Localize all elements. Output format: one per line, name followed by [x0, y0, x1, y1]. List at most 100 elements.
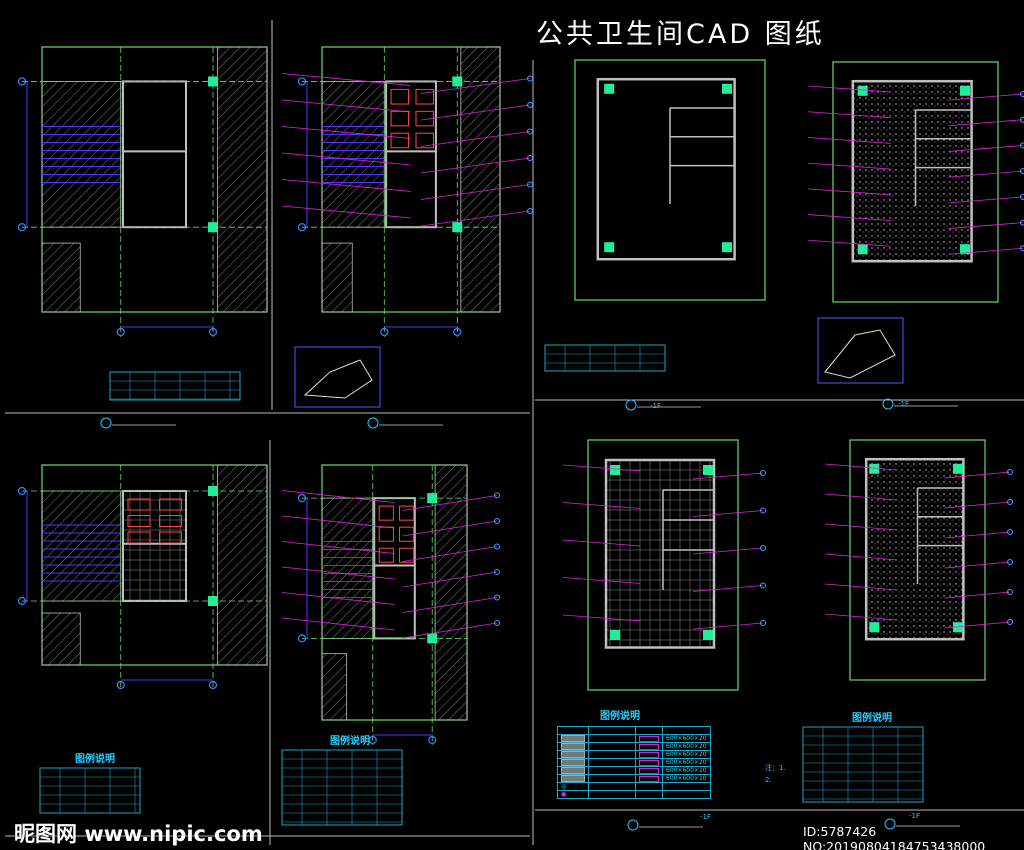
leader-line: [807, 85, 891, 93]
legend-header-row: [557, 726, 711, 735]
hatched-wall: [41, 81, 122, 228]
tag-bubble: [1007, 619, 1013, 625]
hatched-wall: [434, 464, 468, 721]
column: [960, 244, 970, 255]
table-frame: [544, 344, 666, 372]
toilet-fixture: [399, 505, 415, 521]
toilet-fixture: [127, 498, 151, 511]
tag-bubble: [1007, 499, 1013, 505]
leader-line: [824, 523, 898, 531]
hatched-wall: [321, 242, 353, 313]
leader-line: [281, 592, 395, 605]
axis-bubble: [380, 327, 389, 337]
tag-bubble: [527, 155, 533, 161]
sheet-label: -1F: [909, 812, 921, 820]
legend-size: 600×600×20: [662, 750, 711, 759]
hatched-wall: [321, 653, 348, 721]
leader-line: [807, 188, 891, 196]
code-tag: [639, 735, 659, 742]
tag-bubble: [1020, 142, 1024, 149]
axis-bubble: [453, 327, 462, 337]
leader-line: [402, 546, 498, 562]
hatched-wall: [217, 464, 268, 666]
axis-bubble: [17, 596, 27, 606]
toilet-fixture: [415, 132, 434, 149]
tag-bubble: [760, 507, 766, 514]
column: [452, 76, 463, 87]
tag-bubble: [1020, 193, 1024, 200]
tag-bubble: [494, 492, 500, 499]
tag-bubble: [494, 518, 500, 524]
toilet-fixture: [415, 110, 434, 127]
sheet-number-bubble: [367, 417, 379, 429]
sheet-number-bubble: [627, 819, 639, 831]
code-tag: [639, 743, 659, 750]
legend-row: 600×600×20: [557, 750, 711, 759]
toilet-fixture: [390, 132, 410, 149]
leader-line: [562, 614, 641, 622]
leader-line: [824, 583, 898, 591]
dot-symbol-icon: ●: [557, 790, 589, 799]
legend-size: 600×600×20: [662, 742, 711, 751]
leader-line: [807, 239, 891, 247]
room-outline: [122, 80, 187, 229]
column: [604, 242, 615, 253]
column: [722, 83, 732, 94]
tag-bubble: [1020, 245, 1024, 252]
toilet-fixture: [127, 515, 151, 527]
leader-line: [402, 571, 498, 588]
legend-notes: 注：1. 2.: [765, 762, 786, 786]
leader-line: [420, 131, 531, 147]
plan-frame: [832, 61, 999, 303]
tag-bubble: [1020, 219, 1024, 226]
leader-line: [420, 104, 531, 121]
leader-line: [562, 502, 641, 509]
table-frame: [281, 749, 403, 826]
axis-bubble: [17, 223, 27, 232]
legend-row: 600×600×20: [557, 734, 711, 743]
leader-line: [807, 137, 891, 144]
leader-line: [948, 93, 1024, 101]
tag-bubble: [527, 75, 533, 82]
material-swatch: [561, 735, 585, 742]
material-swatch: [561, 775, 585, 782]
axis-bubble: [368, 735, 377, 745]
tag-bubble: [494, 569, 500, 575]
column: [427, 633, 438, 644]
sheet-number-bubble: [100, 417, 112, 429]
leader-line: [824, 553, 898, 561]
sheet-label: -1F: [898, 400, 910, 408]
leader-line: [944, 621, 1011, 629]
leader-line: [944, 501, 1011, 509]
tag-bubble: [494, 594, 500, 601]
axis-bubble: [208, 327, 218, 337]
leader-line: [281, 617, 395, 631]
tag-bubble: [1007, 469, 1013, 475]
hatched-wall: [41, 490, 122, 602]
tag-bubble: [527, 102, 533, 108]
key-plan-frame: [817, 317, 904, 384]
tag-bubble: [527, 128, 533, 135]
legend-row: 600×600×10: [557, 774, 711, 783]
column: [208, 76, 218, 87]
leader-line: [281, 73, 412, 86]
legend-title-3: 图例说明: [330, 736, 370, 747]
leader-line: [948, 247, 1024, 255]
toilet-fixture: [390, 88, 410, 105]
axis-bubble: [17, 77, 27, 86]
legend-title-4: 图例说明: [75, 754, 115, 765]
leader-line: [948, 119, 1024, 127]
tag-bubble: [1007, 559, 1013, 565]
tag-bubble: [1020, 116, 1024, 123]
column: [208, 486, 218, 496]
column: [703, 630, 713, 640]
legend-row: ●: [557, 790, 711, 799]
axis-bubble: [428, 735, 437, 745]
axis-bubble: [208, 680, 218, 690]
column: [960, 85, 970, 96]
leader-line: [948, 145, 1024, 152]
column: [722, 242, 732, 253]
toilet-fixture: [378, 505, 394, 521]
leader-line: [807, 111, 891, 119]
